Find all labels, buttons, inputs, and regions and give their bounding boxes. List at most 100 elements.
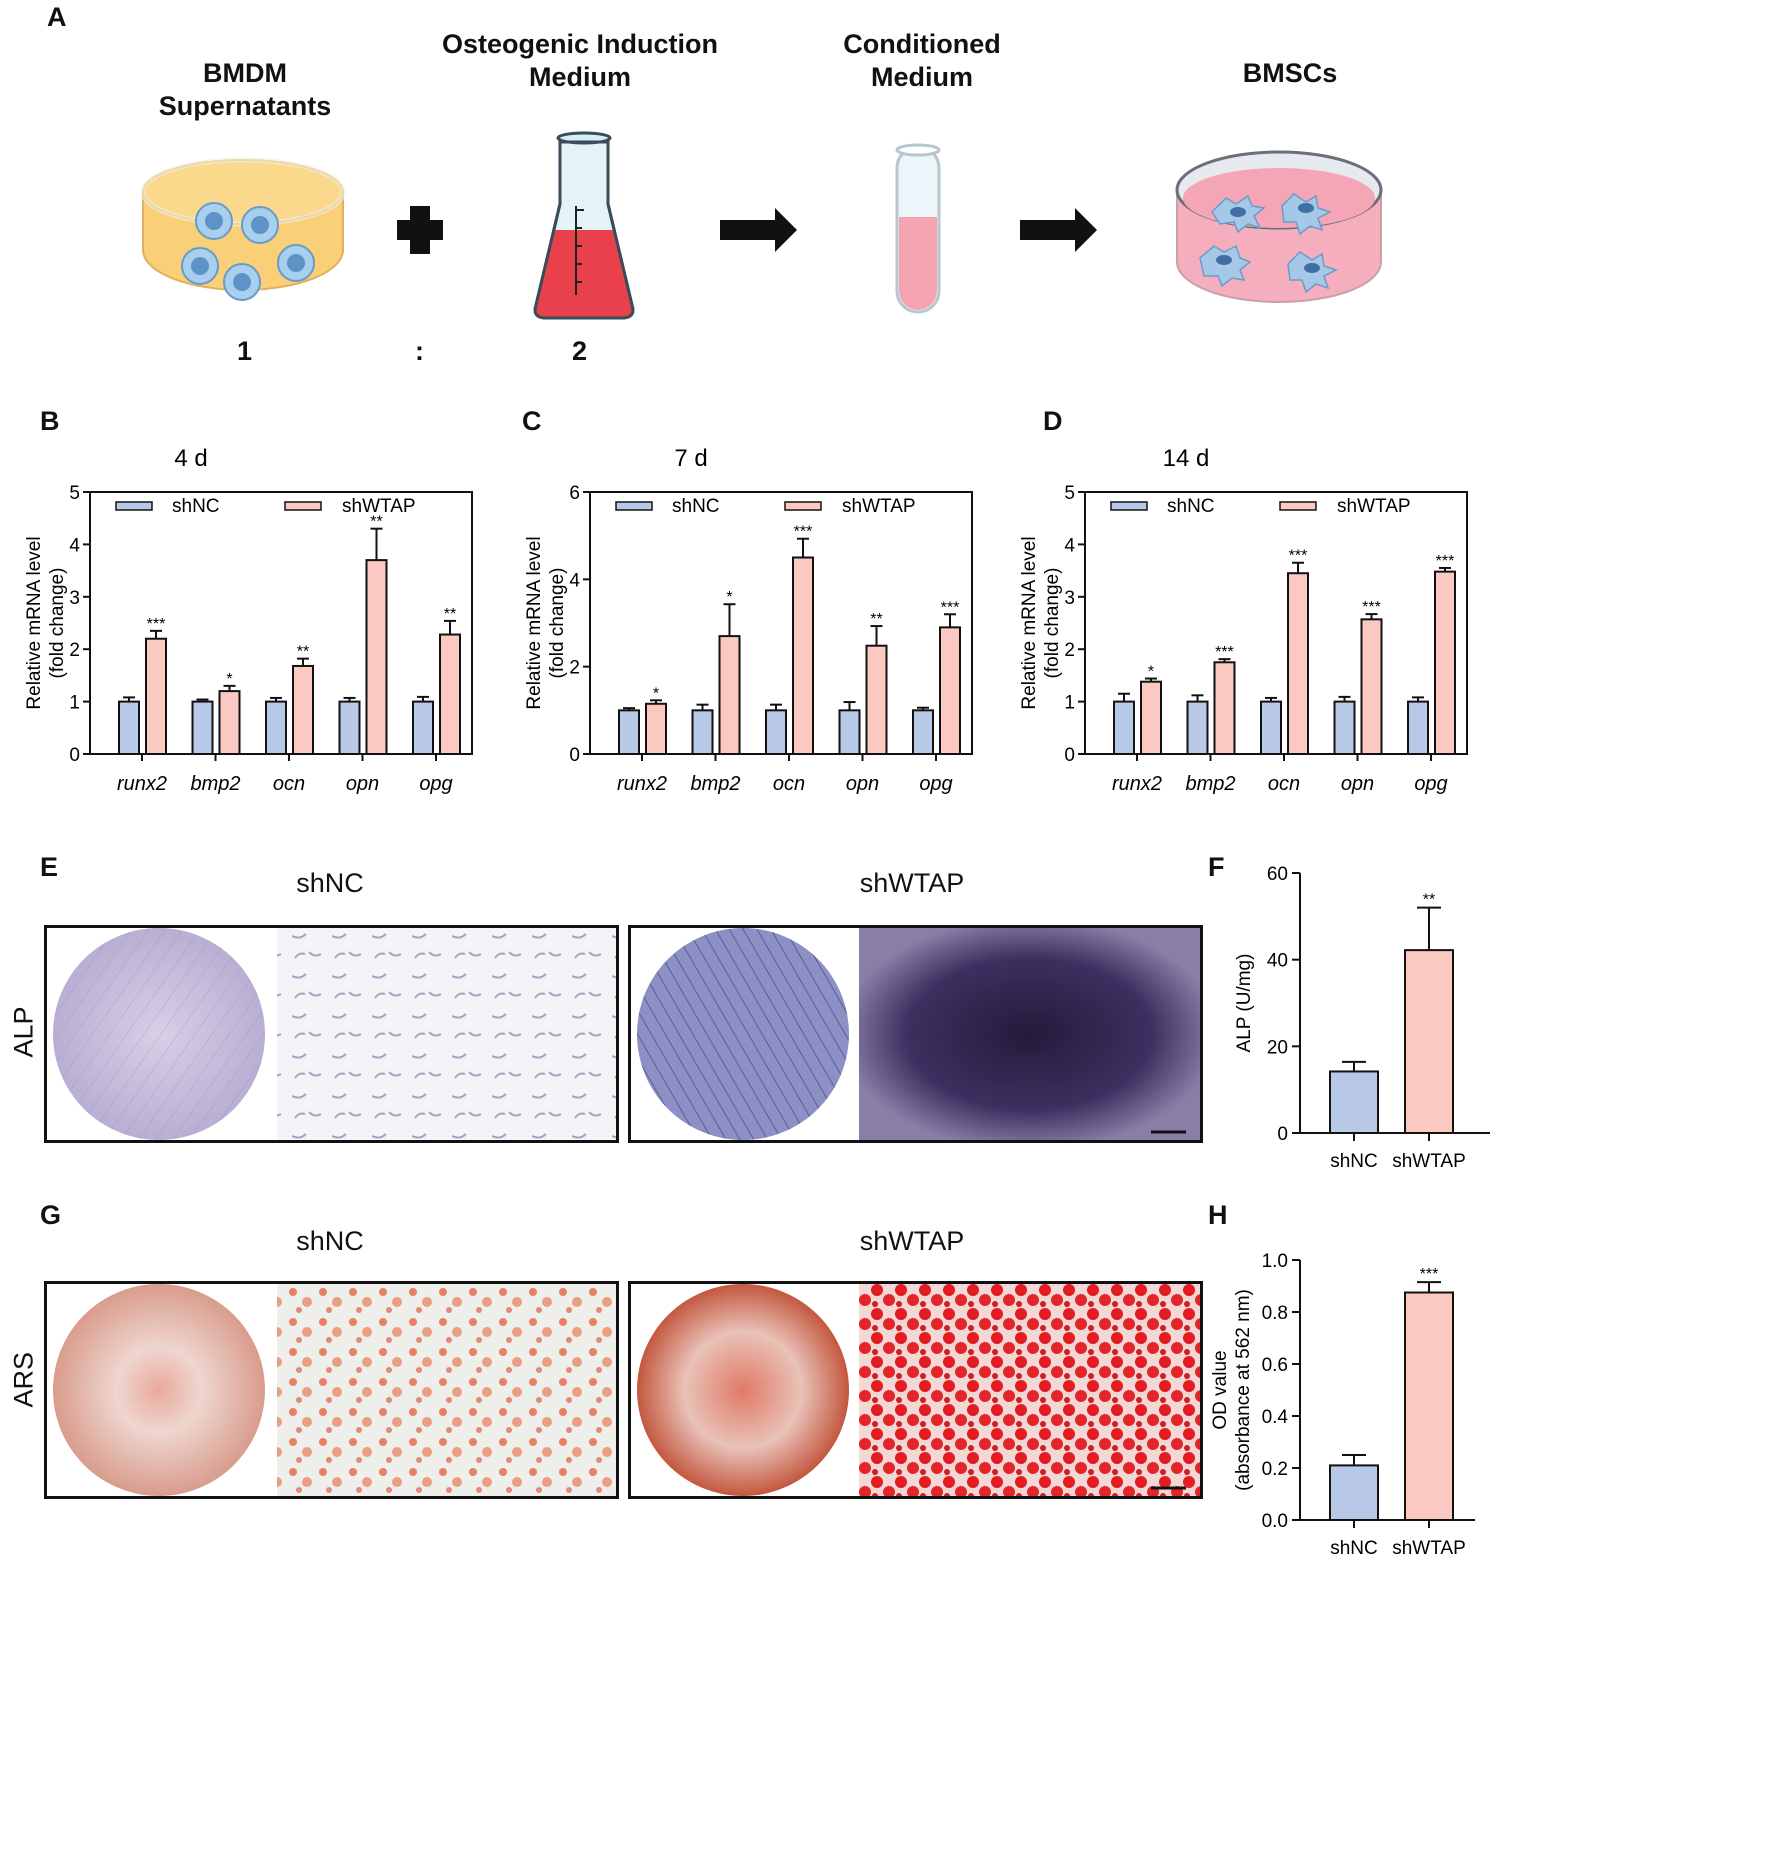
y-axis-label: (fold change) (1042, 568, 1063, 679)
bar-shnc (1329, 1464, 1379, 1521)
bar-shnc-ocn (265, 700, 287, 756)
x-tick-label: shNC (1330, 1151, 1378, 1172)
ratio-separator: : (415, 336, 424, 366)
bar-shwtap-opn (365, 559, 388, 755)
y-axis-label: ALP (U/mg) (1234, 954, 1255, 1053)
significance-label: ** (1423, 892, 1435, 909)
bar-shnc-opg (1407, 700, 1429, 756)
step2-title: Osteogenic Induction Medium (441, 29, 718, 92)
legend-swatch-shwtap (784, 501, 822, 511)
alp-shwtap-title: shWTAP (859, 868, 965, 898)
x-tick-label: opn (846, 773, 879, 795)
test-tube-icon (895, 143, 941, 314)
schematic-illustration (140, 131, 1383, 320)
bar-shnc-opn (338, 700, 361, 756)
significance-label: *** (1436, 553, 1455, 570)
od-value-chart: 0.00.20.40.60.81.0OD value(absorbance at… (1210, 1251, 1475, 1559)
legend-label-shnc: shNC (172, 496, 220, 517)
x-tick-label: opg (1414, 773, 1447, 795)
bar-shwtap-bmp2 (1213, 661, 1236, 755)
bar-shnc (1329, 1070, 1379, 1134)
y-tick-label: 2 (69, 640, 80, 661)
x-tick-label: shNC (1330, 1538, 1378, 1559)
panel-letter-b: B (40, 406, 60, 436)
significance-label: ** (870, 611, 882, 628)
chart-title: 4 d (174, 445, 207, 472)
bar-shwtap (1404, 1291, 1454, 1521)
bmsc-dish-icon (1175, 150, 1383, 303)
ars-shwtap-title: shWTAP (859, 1226, 965, 1256)
y-axis-label: Relative mRNA level (24, 536, 45, 709)
x-tick-label: shWTAP (1392, 1538, 1466, 1559)
panel-letter-c: C (522, 406, 542, 436)
significance-label: *** (1420, 1266, 1439, 1283)
alp-shnc-photo (44, 925, 619, 1143)
legend-label-shwtap: shWTAP (342, 496, 416, 517)
significance-label: ** (297, 644, 309, 661)
plus-icon (397, 206, 443, 254)
x-tick-label: runx2 (617, 773, 667, 795)
legend-swatch-shwtap (284, 501, 322, 511)
bar-shnc-ocn (1260, 700, 1282, 756)
y-tick-label: 0.6 (1262, 1355, 1288, 1376)
y-axis-label: (fold change) (547, 568, 568, 679)
x-tick-label: ocn (1268, 773, 1300, 795)
bar-shnc-bmp2 (691, 709, 714, 756)
legend-label-shnc: shNC (672, 496, 720, 517)
significance-label: * (226, 671, 232, 688)
bar-shwtap-runx2 (1140, 680, 1162, 755)
bar-shwtap-opn (1360, 618, 1383, 755)
y-tick-label: 0 (1064, 745, 1075, 766)
y-tick-label: 2 (1064, 640, 1075, 661)
bar-shwtap-runx2 (145, 637, 167, 755)
alp-shnc-title: shNC (296, 868, 364, 898)
x-tick-label: bmp2 (1185, 773, 1235, 795)
bar-shwtap-bmp2 (718, 635, 741, 756)
x-tick-label: bmp2 (690, 773, 740, 795)
y-tick-label: 1 (1064, 693, 1075, 714)
ratio-left: 1 (237, 336, 253, 366)
y-axis-label: OD value (1210, 1350, 1231, 1429)
y-tick-label: 0.2 (1262, 1459, 1288, 1480)
ratio-right: 2 (572, 336, 588, 366)
y-tick-label: 2 (569, 658, 580, 679)
y-axis-label: (absorbance at 562 nm) (1233, 1289, 1254, 1491)
x-tick-label: ocn (773, 773, 805, 795)
legend-swatch-shnc (115, 501, 153, 511)
significance-label: *** (941, 599, 960, 616)
chart-title: 7 d (674, 445, 707, 472)
significance-label: * (726, 589, 732, 606)
panel-letter-a: A (47, 2, 67, 32)
bar-shwtap-bmp2 (218, 690, 241, 755)
significance-label: * (1148, 664, 1154, 681)
y-tick-label: 20 (1267, 1037, 1288, 1058)
x-tick-label: opg (919, 773, 952, 795)
y-tick-label: 60 (1267, 864, 1288, 885)
panel-letter-d: D (1043, 406, 1063, 436)
legend-swatch-shwtap (1279, 501, 1317, 511)
bar-shwtap-runx2 (645, 702, 667, 755)
bar-shnc-opn (1333, 700, 1356, 756)
significance-label: *** (1215, 644, 1234, 661)
step3-title: Conditioned Medium (843, 29, 1001, 92)
x-tick-label: opg (419, 773, 452, 795)
bar-shwtap-ocn (792, 556, 814, 755)
step4-title: BMSCs (1242, 58, 1338, 88)
x-tick-label: opn (346, 773, 379, 795)
x-tick-label: ocn (273, 773, 305, 795)
y-tick-label: 4 (1064, 535, 1075, 556)
significance-label: *** (147, 616, 166, 633)
legend-swatch-shnc (615, 501, 653, 511)
bar-shwtap-opn (865, 644, 888, 755)
bar-shnc-runx2 (1113, 700, 1135, 756)
y-tick-label: 40 (1267, 951, 1288, 972)
step1-title: BMDM Supernatants (158, 58, 332, 121)
legend-label-shwtap: shWTAP (1337, 496, 1411, 517)
flask-icon (533, 131, 635, 320)
significance-label: * (653, 685, 659, 702)
y-tick-label: 0.0 (1262, 1511, 1288, 1532)
bar-shwtap-opg (939, 626, 961, 755)
significance-label: *** (1289, 548, 1308, 565)
